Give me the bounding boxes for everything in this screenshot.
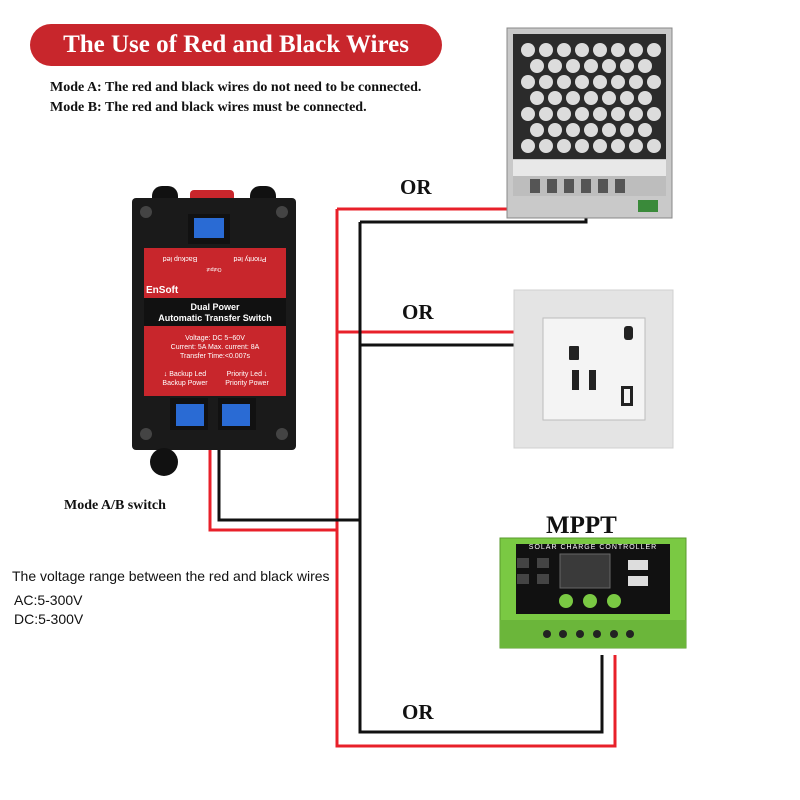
device-backup-power-label: Backup Power — [162, 380, 208, 387]
black-wires — [217, 196, 604, 734]
device-name-line2: Automatic Transfer Switch — [158, 313, 272, 323]
or-label-outlet: OR — [402, 300, 434, 324]
voltage-ac: AC:5-300V — [14, 592, 83, 608]
controller-header: SOLAR CHARGE CONTROLLER — [528, 544, 658, 551]
power-supply — [506, 27, 673, 219]
voltage-dc: DC:5-300V — [14, 611, 84, 627]
mode-a-text: Mode A: The red and black wires do not n… — [50, 80, 422, 95]
device-brand: EnSoft — [146, 285, 179, 296]
voltage-heading: The voltage range between the red and bl… — [12, 568, 330, 584]
mode-switch-label: Mode A/B switch — [64, 498, 166, 513]
or-label-psu: OR — [400, 175, 432, 199]
black-wire-device — [217, 418, 360, 522]
mode-b-text: Mode B: The red and black wires must be … — [50, 100, 367, 115]
or-label-controller: OR — [402, 700, 434, 724]
transfer-switch-device — [132, 186, 296, 476]
mppt-label: MPPT — [546, 512, 617, 539]
title-banner: The Use of Red and Black Wires — [30, 24, 442, 66]
device-top-output-label: Output — [206, 266, 222, 272]
device-spec-transfer: Transfer Time:<0.007s — [180, 353, 250, 360]
solar-charge-controller — [499, 537, 687, 649]
device-spec-current: Current: 5A Max. current: 8A — [170, 344, 260, 351]
device-spec-voltage: Voltage: DC 5~60V — [185, 335, 245, 342]
device-backup-led-label: ↓ Backup Led — [163, 371, 207, 378]
device-priority-power-label: Priority Power — [225, 380, 269, 387]
black-wire-main — [358, 222, 604, 734]
device-top-backup-label: Backup led — [162, 255, 198, 262]
red-wire-main — [335, 209, 617, 748]
red-wire-device — [208, 418, 337, 532]
wall-outlet — [513, 289, 674, 449]
device-priority-led-label: Priority Led ↓ — [226, 371, 268, 378]
device-name-line1: Dual Power — [190, 302, 240, 312]
device-top-priority-label: Priority led — [233, 255, 267, 262]
